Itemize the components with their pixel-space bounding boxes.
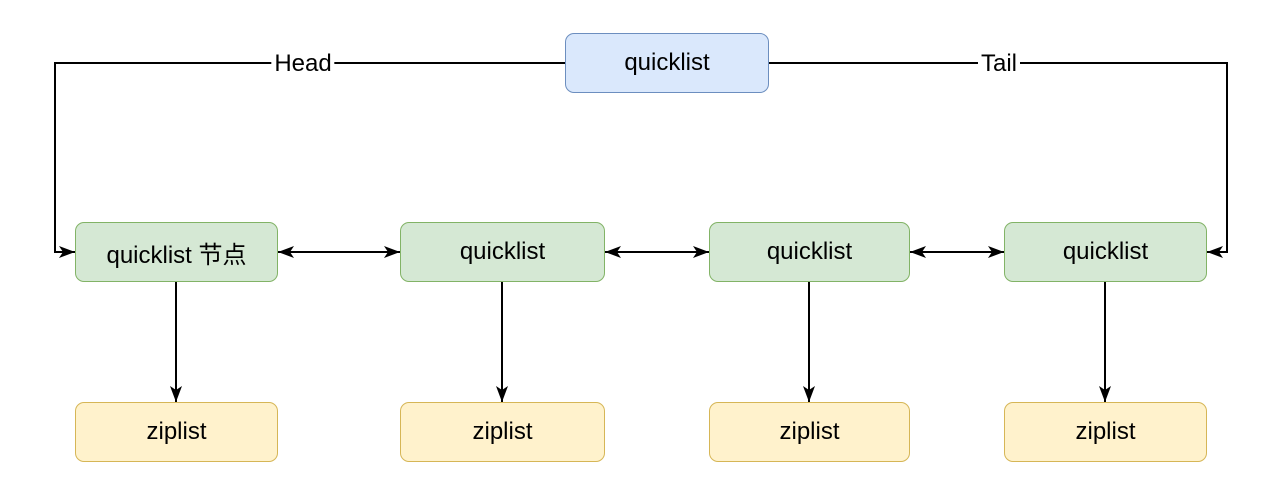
- quicklist-node-1-label: quicklist 节点: [106, 241, 247, 269]
- ziplist-node-4: ziplist: [1004, 402, 1207, 462]
- quicklist-node-1: quicklist 节点: [75, 222, 278, 282]
- ziplist-node-4-label: ziplist: [1075, 418, 1136, 445]
- ziplist-node-3-label: ziplist: [779, 418, 840, 445]
- quicklist-node-2: quicklist: [400, 222, 605, 282]
- ziplist-node-2: ziplist: [400, 402, 605, 462]
- quicklist-node-4: quicklist: [1004, 222, 1207, 282]
- quicklist-node-4-label: quicklist: [1062, 238, 1149, 265]
- root-quicklist-node: quicklist: [565, 33, 769, 93]
- quicklist-node-3-label: quicklist: [766, 238, 853, 265]
- root-quicklist-label: quicklist: [624, 49, 710, 76]
- ziplist-node-1-label: ziplist: [146, 418, 207, 445]
- quicklist-node-3: quicklist: [709, 222, 910, 282]
- tail-edge-label: Tail: [977, 50, 1021, 78]
- quicklist-node-2-label: quicklist: [459, 238, 546, 265]
- ziplist-node-1: ziplist: [75, 402, 278, 462]
- ziplist-node-2-label: ziplist: [472, 418, 533, 445]
- head-edge-label: Head: [271, 50, 335, 78]
- ziplist-node-3: ziplist: [709, 402, 910, 462]
